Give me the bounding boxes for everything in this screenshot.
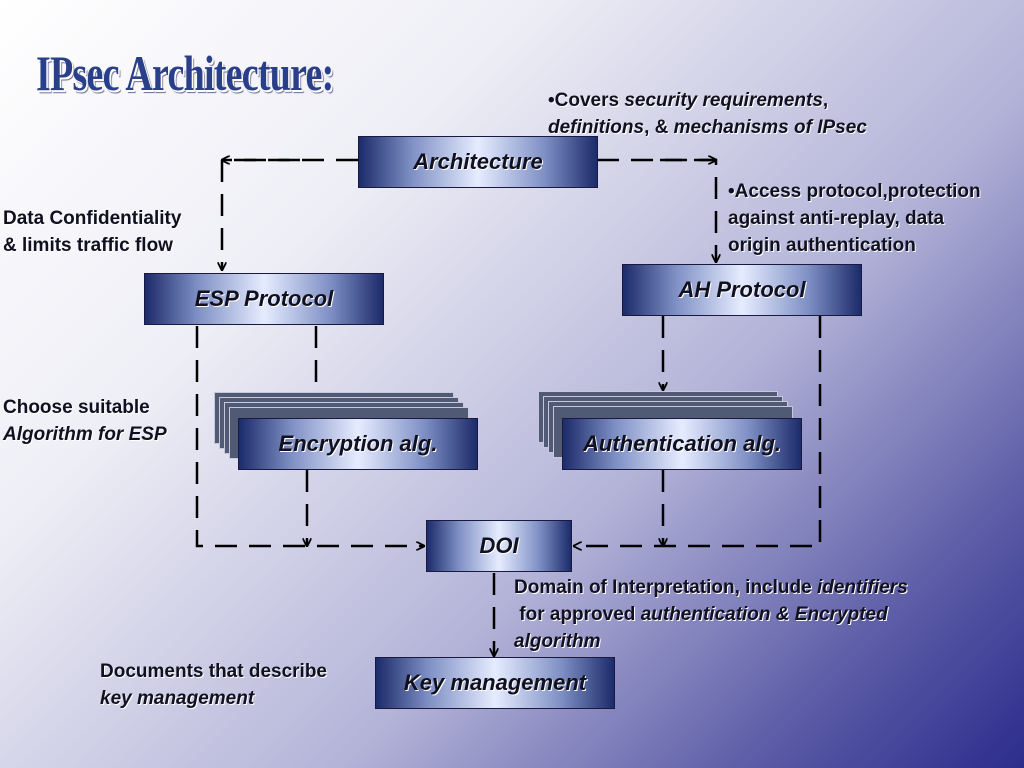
- text-segment-italic: algorithm: [514, 631, 601, 652]
- text-segment: Covers: [554, 90, 625, 111]
- text-segment: for approved: [514, 604, 641, 625]
- doi-note: Domain of Interpretation, include identi…: [514, 574, 908, 655]
- encryption-note: Choose suitable Algorithm for ESP: [3, 394, 167, 448]
- architecture-box: Architecture: [358, 136, 598, 188]
- doi-note-line3: algorithm: [514, 628, 908, 655]
- ah-protocol-box-label: AH Protocol: [678, 277, 806, 302]
- key-management-note-line2: key management: [100, 685, 327, 712]
- encryption-alg-box: Encryption alg.: [238, 418, 478, 470]
- ah-note-line2: against anti-replay, data: [728, 208, 945, 229]
- text-segment-italic: Algorithm for ESP: [3, 424, 167, 445]
- key-management-note-line1: Documents that describe: [100, 661, 327, 682]
- text-segment: , &: [644, 117, 674, 138]
- bullet: •: [548, 90, 555, 111]
- text-segment-italic: definitions: [548, 117, 645, 138]
- doi-note-line2: for approved authentication & Encrypted: [514, 601, 908, 628]
- authentication-alg-box: Authentication alg.: [562, 418, 802, 470]
- arrow-architecture-to-ah: [597, 158, 716, 262]
- arrow-esp-to-doi: [195, 326, 424, 546]
- encryption-note-line2: Algorithm for ESP: [3, 421, 167, 448]
- encryption-note-line1: Choose suitable: [3, 397, 150, 418]
- text-segment: Domain of Interpretation, include: [514, 577, 817, 598]
- architecture-note: •Covers security requirements, definitio…: [548, 87, 867, 141]
- text-segment-italic: identifiers: [816, 577, 908, 598]
- ah-note-line3: origin authentication: [728, 235, 916, 256]
- architecture-note-line2: definitions, & mechanisms of IPsec: [548, 114, 867, 141]
- key-management-box-label: Key management: [403, 670, 587, 695]
- key-management-box: Key management: [375, 657, 615, 709]
- text-segment-italic: mechanisms of IPsec: [673, 117, 867, 138]
- text-segment-italic: security requirements: [624, 90, 823, 111]
- text-segment-italic: key management: [100, 688, 255, 709]
- architecture-box-label: Architecture: [413, 149, 543, 174]
- ah-note-line1: •Access protocol,protection: [728, 181, 981, 202]
- encryption-alg-box-label: Encryption alg.: [278, 431, 438, 456]
- esp-note-line1: Data Confidentiality: [3, 208, 182, 229]
- key-management-note: Documents that describe key management: [100, 658, 327, 712]
- page-title: IPsec Architecture:: [36, 45, 334, 101]
- ah-note: •Access protocol,protection against anti…: [728, 178, 981, 259]
- doi-box-label: DOI: [479, 533, 519, 558]
- esp-protocol-box: ESP Protocol: [144, 273, 384, 325]
- authentication-alg-box-label: Authentication alg.: [583, 431, 781, 456]
- ah-protocol-box: AH Protocol: [622, 264, 862, 316]
- esp-protocol-box-label: ESP Protocol: [194, 286, 334, 311]
- doi-note-line1: Domain of Interpretation, include identi…: [514, 574, 908, 601]
- architecture-note-line1: •Covers security requirements,: [548, 87, 867, 114]
- text-segment: ,: [822, 90, 829, 111]
- esp-note: Data Confidentiality & limits traffic fl…: [3, 205, 181, 259]
- arrow-architecture-to-esp: [222, 158, 358, 270]
- esp-note-line2: & limits traffic flow: [3, 235, 173, 256]
- arrow-ah-to-doi: [574, 316, 822, 546]
- doi-box: DOI: [426, 520, 572, 572]
- text-segment-italic: authentication & Encrypted: [640, 604, 888, 625]
